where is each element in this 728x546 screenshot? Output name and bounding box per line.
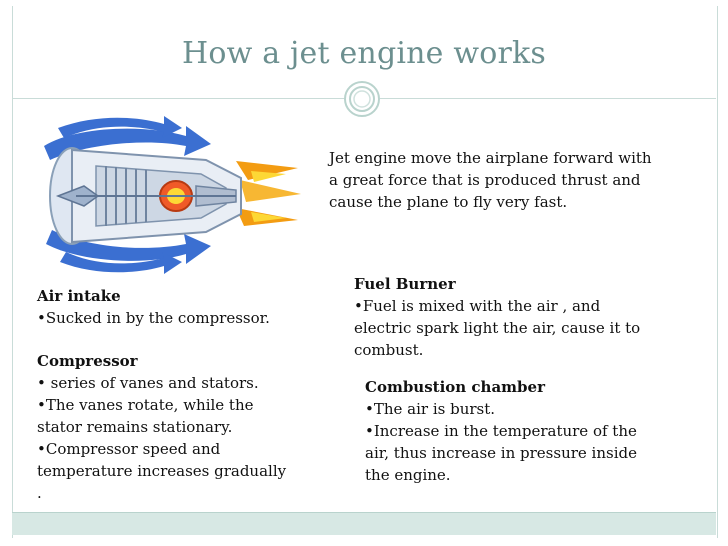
- footer-bar: [12, 512, 716, 535]
- combustion-chamber-heading: Combustion chamber: [365, 378, 545, 396]
- air-intake-section: Air intake •Sucked in by the compressor.: [37, 285, 270, 329]
- combustion-chamber-line: •The air is burst.: [365, 400, 496, 418]
- compressor-section: Compressor • series of vanes and stators…: [37, 350, 286, 504]
- slide-title: How a jet engine works: [181, 36, 547, 71]
- fuel-burner-section: Fuel Burner •Fuel is mixed with the air …: [354, 273, 640, 361]
- fuel-burner-line: electric spark light the air, cause it t…: [354, 319, 641, 337]
- intro-line: Jet engine move the airplane forward wit…: [329, 149, 652, 167]
- compressor-line: •The vanes rotate, while the: [37, 396, 254, 414]
- compressor-line: stator remains stationary.: [37, 418, 233, 436]
- air-intake-heading: Air intake: [37, 287, 121, 305]
- jet-engine-illustration: [44, 116, 301, 274]
- ornament-circle-icon: [344, 81, 380, 117]
- combustion-chamber-line: the engine.: [365, 466, 451, 484]
- airflow-arrow-icon: [46, 230, 211, 274]
- compressor-line: • series of vanes and stators.: [37, 374, 259, 392]
- fuel-burner-line: combust.: [354, 341, 424, 359]
- flame-exhaust-icon: [236, 161, 301, 226]
- compressor-line: .: [37, 484, 42, 502]
- intro-paragraph: Jet engine move the airplane forward wit…: [329, 147, 652, 213]
- airflow-arrow-icon: [44, 116, 211, 160]
- combustion-chamber-section: Combustion chamber •The air is burst. •I…: [365, 376, 637, 486]
- fuel-burner-heading: Fuel Burner: [354, 275, 456, 293]
- compressor-heading: Compressor: [37, 352, 138, 370]
- compressor-line: •Compressor speed and: [37, 440, 221, 458]
- air-intake-line: •Sucked in by the compressor.: [37, 309, 270, 327]
- fuel-burner-line: •Fuel is mixed with the air , and: [354, 297, 601, 315]
- combustion-chamber-line: •Increase in the temperature of the: [365, 422, 637, 440]
- intro-line: a great force that is produced thrust an…: [329, 171, 641, 189]
- engine-body-icon: [49, 147, 242, 245]
- slide-frame: [12, 6, 718, 538]
- intro-line: cause the plane to fly very fast.: [329, 193, 568, 211]
- compressor-line: temperature increases gradually: [37, 462, 287, 480]
- combustion-chamber-line: air, thus increase in pressure inside: [365, 444, 637, 462]
